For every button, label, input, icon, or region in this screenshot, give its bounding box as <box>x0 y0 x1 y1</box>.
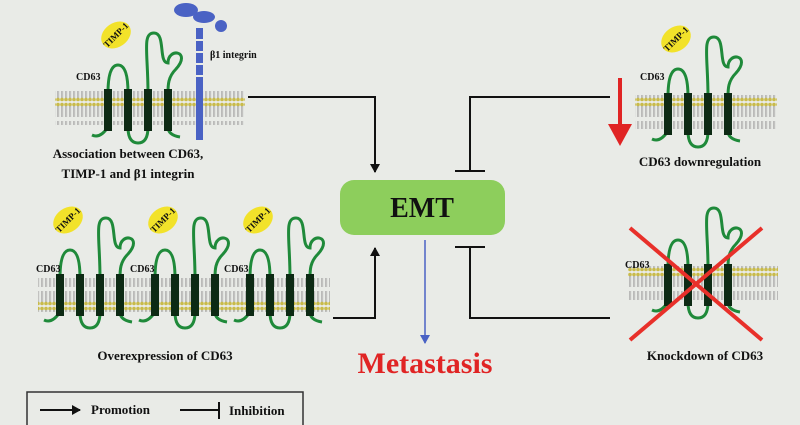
membrane-knockdown <box>628 266 778 300</box>
inhibition-line-knockdown <box>469 248 610 319</box>
downregulation-caption: CD63 downregulation <box>639 154 762 169</box>
cd63-protein-icon <box>651 206 743 320</box>
legend-promotion: Promotion <box>91 402 151 417</box>
cd63-label: CD63 <box>625 260 649 271</box>
cd63-protein-icon: TIMP-1 <box>233 205 325 330</box>
cd63-label: CD63 <box>640 72 664 83</box>
down-arrow-head <box>608 124 632 146</box>
timp1-icon: TIMP-1 <box>53 205 83 234</box>
timp1-icon: TIMP-1 <box>148 205 178 234</box>
knockdown-caption: Knockdown of CD63 <box>647 348 764 363</box>
legend-box <box>26 391 304 425</box>
timp1-icon: TIMP-1 <box>661 24 691 53</box>
emt-label: EMT <box>390 193 454 224</box>
membrane-overexpression <box>38 278 330 312</box>
beta1-integrin-icon <box>174 3 227 140</box>
cd63-label: CD63 <box>36 264 60 275</box>
legend-inhibition: Inhibition <box>229 403 285 418</box>
inhibition-line-downregulation <box>469 96 610 170</box>
integrin-label: β1 integrin <box>210 50 257 61</box>
promotion-arrow-association <box>248 96 380 173</box>
knockdown-x-icon <box>628 226 764 342</box>
timp1-icon: TIMP-1 <box>101 20 131 49</box>
cd63-protein-icon: TIMP-1 <box>138 205 230 330</box>
overexpression-caption: Overexpression of CD63 <box>97 348 233 363</box>
cd63-label: CD63 <box>224 264 248 275</box>
association-caption-1: Association between CD63, <box>53 146 204 161</box>
association-caption-2: TIMP-1 and β1 integrin <box>62 166 196 181</box>
timp1-icon: TIMP-1 <box>243 205 273 234</box>
emt-box <box>340 180 505 235</box>
metastasis-label: Metastasis <box>358 347 493 380</box>
cd63-label: CD63 <box>130 264 154 275</box>
cd63-label: CD63 <box>76 72 100 83</box>
promotion-arrow-overexpression <box>333 247 380 319</box>
